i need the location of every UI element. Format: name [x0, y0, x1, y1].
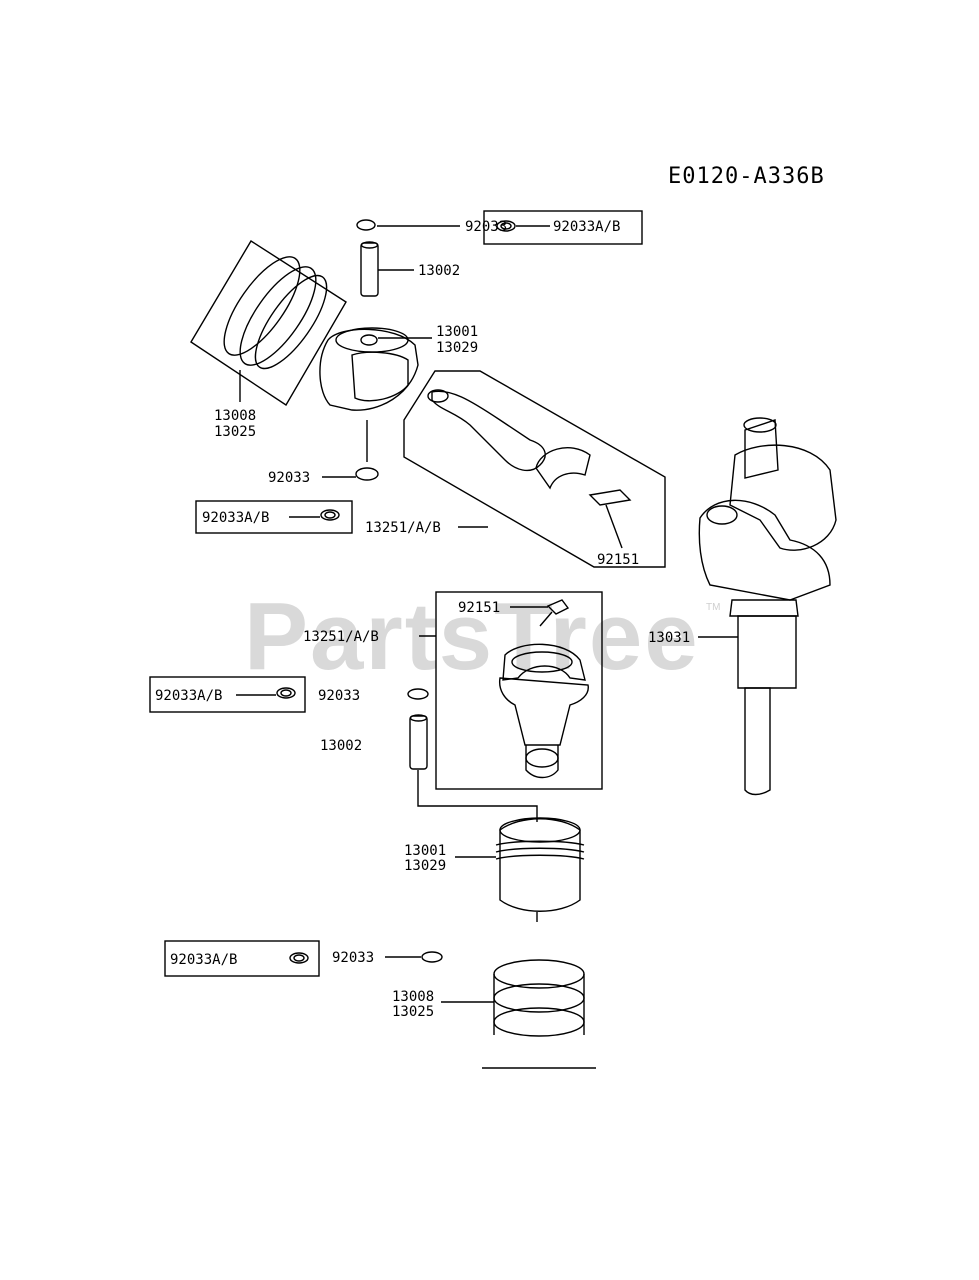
- middle-clip-part[interactable]: [407, 688, 429, 700]
- label-bottom-clip-kit: 92033A/B: [170, 952, 237, 968]
- label-top-piston-b: 13029: [436, 340, 478, 356]
- label-mid-rod: 13251/A/B: [303, 629, 379, 645]
- label-mid-clip: 92033: [318, 688, 360, 704]
- top-clip-part[interactable]: [356, 219, 460, 231]
- top-clip-lower-part[interactable]: [322, 420, 379, 481]
- top-piston-rings-part[interactable]: [190, 240, 347, 406]
- label-top-bolt: 92151: [597, 552, 639, 568]
- diagram-code: E0120-A336B: [668, 164, 825, 189]
- bottom-clip-part[interactable]: [385, 951, 443, 963]
- label-top-rod: 13251/A/B: [365, 520, 441, 536]
- label-bottom-rings-a: 13008: [392, 989, 434, 1005]
- label-top-pin: 13002: [418, 263, 460, 279]
- label-mid-clip-kit: 92033A/B: [155, 688, 222, 704]
- label-bottom-clip: 92033: [332, 950, 374, 966]
- watermark: PartsTree: [244, 583, 700, 690]
- bottom-piston-part[interactable]: [455, 817, 585, 922]
- label-mid-bolt: 92151: [458, 600, 500, 616]
- middle-rod-box[interactable]: [419, 591, 603, 790]
- middle-clip-kit-box[interactable]: [149, 676, 306, 713]
- label-top-rings-b: 13025: [214, 424, 256, 440]
- crankshaft-part[interactable]: [698, 417, 837, 796]
- left-clip-kit-box[interactable]: [195, 500, 353, 534]
- top-piston-pin-part[interactable]: [360, 241, 414, 297]
- label-bottom-piston-b: 13029: [404, 858, 446, 874]
- label-bottom-rings-b: 13025: [392, 1004, 434, 1020]
- bottom-clip-kit-box[interactable]: [164, 940, 320, 977]
- middle-connecting-rod-part[interactable]: [498, 643, 589, 779]
- bottom-piston-rings-part[interactable]: [441, 959, 596, 1069]
- label-top-clip-kit: 92033A/B: [553, 219, 620, 235]
- middle-bolt-part[interactable]: [510, 599, 570, 627]
- watermark-trademark: TM: [706, 602, 721, 613]
- top-piston-part[interactable]: [319, 327, 432, 411]
- label-crankshaft: 13031: [648, 630, 690, 646]
- label-mid-pin: 13002: [320, 738, 362, 754]
- top-connecting-rod-part[interactable]: [403, 370, 666, 568]
- label-bottom-piston-a: 13001: [404, 843, 446, 859]
- top-clip-kit-box[interactable]: [483, 210, 643, 245]
- label-top-clip: 92033: [465, 219, 507, 235]
- middle-pin-part[interactable]: [409, 714, 538, 822]
- label-top-clip-lower: 92033: [268, 470, 310, 486]
- label-left-clip-kit: 92033A/B: [202, 510, 269, 526]
- label-top-piston-a: 13001: [436, 324, 478, 340]
- label-top-rings-a: 13008: [214, 408, 256, 424]
